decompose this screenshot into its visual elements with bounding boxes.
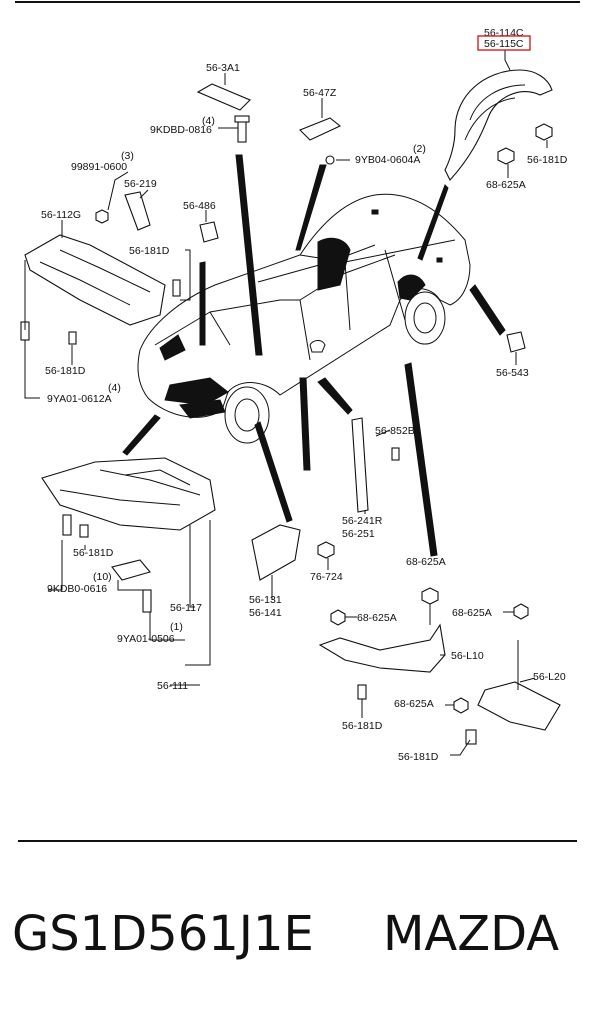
nut-icon	[95, 209, 109, 224]
strip-56-852b	[351, 417, 369, 513]
bracket-56-117	[111, 559, 151, 581]
label-qty-2: (2)	[413, 143, 426, 155]
label-56-241r: 56-241R	[342, 515, 383, 527]
nut-icon	[513, 603, 529, 620]
label-9ya01-0506: 9YA01-0506	[117, 633, 175, 645]
bracket-56-131	[251, 524, 301, 581]
label-qty-10: (10)	[93, 571, 112, 583]
label-76-724: 76-724	[310, 571, 343, 583]
label-56-486: 56-486	[183, 200, 216, 212]
leader-lines	[24, 50, 548, 756]
label-68-625a: 68-625A	[486, 179, 526, 191]
label-56-181d: 56-181D	[73, 547, 114, 559]
label-qty-1: (1)	[170, 621, 183, 633]
fender-liner-part	[444, 69, 553, 181]
label-56-181d: 56-181D	[129, 245, 170, 257]
nut-icon	[330, 609, 346, 626]
bracket-56-47z	[299, 117, 342, 141]
label-56-l10: 56-L10	[451, 650, 484, 662]
label-9kdbd-0816: 9KDBD-0816	[150, 124, 212, 136]
label-56-141: 56-141	[249, 607, 282, 619]
bolt-icon	[234, 115, 250, 143]
label-56-181d: 56-181D	[45, 365, 86, 377]
car-body	[137, 193, 471, 444]
label-68-625a: 68-625A	[357, 612, 397, 624]
nut-icon	[453, 697, 469, 714]
bracket-56-3a1	[196, 83, 251, 111]
bracket-56-219	[124, 191, 151, 231]
label-56-3a1: 56-3A1	[206, 62, 240, 74]
label-56-219: 56-219	[124, 178, 157, 190]
label-56-115c: 56-115C	[484, 38, 524, 50]
label-qty-4: (4)	[202, 115, 215, 127]
label-qty-3: (3)	[121, 150, 134, 162]
highlight-box	[477, 35, 531, 51]
clip-icon	[317, 541, 335, 559]
label-56-47z: 56-47Z	[303, 87, 337, 99]
label-68-625a: 68-625A	[452, 607, 492, 619]
label-56-251: 56-251	[342, 528, 375, 540]
label-56-131: 56-131	[249, 594, 282, 606]
block-56-486	[199, 221, 219, 243]
nut-icon	[497, 123, 553, 165]
label-56-111: 56-111	[157, 680, 188, 692]
label-9yb04-0604a: 9YB04-0604A	[355, 154, 420, 166]
label-68-625a: 68-625A	[394, 698, 434, 710]
label-56-l20: 56-L20	[533, 671, 566, 683]
bracket-56-l20	[477, 681, 561, 731]
clip-icon	[325, 155, 335, 165]
label-56-181d: 56-181D	[398, 751, 439, 763]
part-number-caption: GS1D561J1E	[12, 906, 314, 962]
label-9kdb0-0616: 9KDB0-0616	[47, 583, 107, 595]
label-56-543: 56-543	[496, 367, 529, 379]
label-56-181d: 56-181D	[342, 720, 383, 732]
bracket-56-l10	[318, 623, 446, 673]
label-9ya01-0612a: 9YA01-0612A	[47, 393, 112, 405]
label-99891-0600: 99891-0600	[71, 161, 127, 173]
brand-caption: MAZDA	[383, 906, 559, 962]
bolt-icon	[465, 729, 477, 745]
block-56-543	[506, 331, 526, 353]
bolt-icon	[357, 684, 367, 700]
under-cover-56-112g	[24, 234, 166, 326]
label-56-117: 56-117	[170, 602, 202, 614]
label-56-181d: 56-181D	[527, 154, 568, 166]
callout-wedges	[122, 154, 506, 557]
label-68-625a: 68-625A	[406, 556, 446, 568]
part-labels: 56-114C 56-115C 56-3A1 (4) 9KDBD-0816 56…	[41, 27, 568, 763]
label-56-112g: 56-112G	[41, 209, 81, 221]
label-qty-4: (4)	[108, 382, 121, 394]
bolt-icon	[391, 447, 400, 461]
label-56-852b: 56-852B	[375, 425, 415, 437]
nut-icon	[421, 587, 439, 605]
